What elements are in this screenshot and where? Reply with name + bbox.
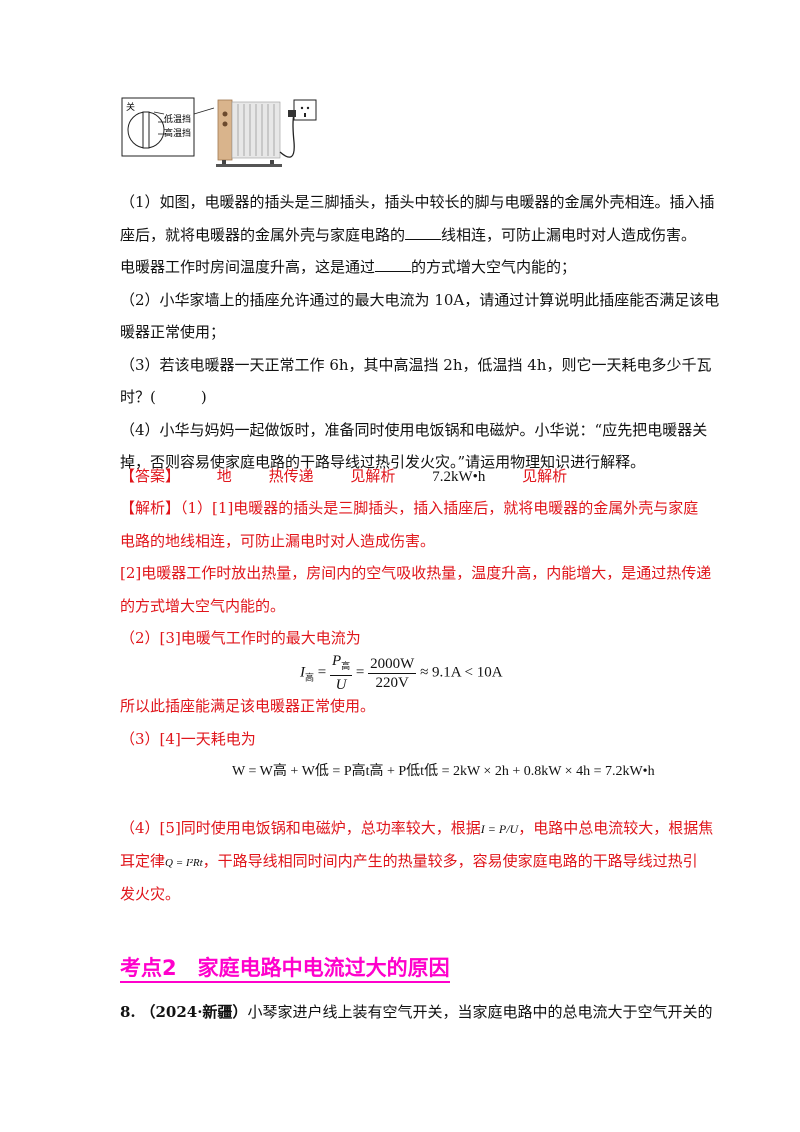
- analysis-p2-a: [2]电暖器工作时放出热量，房间内的空气吸收热量，温度升高，内能增大，是通过热传…: [120, 564, 712, 582]
- answer-line: 【答案】 地 热传递 见解析 7.2kW•h 见解析: [120, 466, 680, 487]
- q8-text: 小琴家进户线上装有空气开关，当家庭电路中的总电流大于空气开关的: [247, 1003, 713, 1021]
- knob-label-off: 关: [126, 101, 135, 113]
- analysis-p6: （4）[5]同时使用电饭锅和电磁炉，总功率较大，根据I = P/U，电路中总电流…: [120, 818, 713, 839]
- analysis-p5: （3）[4]一天耗电为: [120, 730, 256, 748]
- knob-label-low: 低温挡: [164, 113, 191, 125]
- answer-item-4: 7.2kW•h: [432, 469, 486, 485]
- formula1-lhs-sub: 高: [305, 672, 315, 683]
- formula1-lhs: I: [300, 664, 305, 681]
- formula1-tail: ≈ 9.1A < 10A: [420, 664, 503, 681]
- formula1-num2: 2000W: [368, 655, 417, 674]
- formula1-num-sub: 高: [341, 661, 351, 671]
- formula1-num: P: [331, 653, 342, 669]
- q1-line-2: 座后，就将电暖器的金属外壳与家庭电路的 线相连，可防止漏电时对人造成伤害。: [120, 225, 696, 245]
- formula-energy: W = W高 + W低 = P高t高 + P低t低 = 2kW × 2h + 0…: [232, 764, 655, 779]
- answer-blank-2[interactable]: [375, 257, 412, 272]
- oil-heater-image: [216, 99, 282, 167]
- analysis-p4: 所以此插座能满足该电暖器正常使用。: [120, 697, 376, 715]
- analysis-p2-b: 的方式增大空气内能的。: [120, 597, 286, 615]
- inline-formula-ohm: I = P/U: [480, 822, 519, 836]
- analysis-p7-b: ，干路导线相同时间内产生的热量较多，容易使家庭电路的干路导线过热引: [202, 852, 698, 870]
- formula1-den2: 220V: [375, 674, 409, 691]
- q8-source: （2024·新疆）: [140, 1003, 248, 1021]
- analysis-p8: 发火灾。: [120, 885, 181, 903]
- analysis-p3: （2）[3]电暖气工作时的最大电流为: [120, 629, 361, 647]
- q2-line-2: 暖器正常使用；: [120, 323, 226, 341]
- answer-label: 【答案】: [120, 467, 181, 485]
- q1-line-3: 电暖器工作时房间温度升高，这是通过 的方式增大空气内能的；: [120, 257, 680, 277]
- section-heading: 考点2 家庭电路中电流过大的原因: [120, 955, 680, 983]
- q3-line-1: （3）若该电暖器一天正常工作 6h，其中高温挡 2h，低温挡 4h，则它一天耗电…: [120, 356, 712, 374]
- q1-line-1: （1）如图，电暖器的插头是三脚插头，插头中较长的脚与电暖器的金属外壳相连。插入插: [120, 193, 715, 211]
- answer-item-5: 见解析: [522, 467, 568, 485]
- answer-item-2: 热传递: [268, 467, 314, 485]
- analysis-label: 【解析】: [120, 499, 181, 517]
- q4-line-1: （4）小华与妈妈一起做饭时，准备同时使用电饭锅和电磁炉。小华说：“应先把电暖器关: [120, 421, 708, 439]
- q1-line-2-a: 座后，就将电暖器的金属外壳与家庭电路的: [120, 226, 406, 244]
- knob-label-high: 高温挡: [164, 127, 191, 139]
- answer-item-1: 地: [216, 467, 232, 485]
- analysis-p6-b: ，电路中总电流较大，根据焦: [518, 819, 714, 837]
- q1-line-3-a: 电暖器工作时房间温度升高，这是通过: [120, 258, 376, 276]
- answer-item-3: 见解析: [350, 467, 396, 485]
- knob-diagram: 关 低温挡 高温挡: [121, 97, 215, 157]
- formula1-den: U: [335, 677, 347, 693]
- q8-line: 8. （2024·新疆）小琴家进户线上装有空气开关，当家庭电路中的总电流大于空气…: [120, 1002, 712, 1022]
- q4-line-2: 掉，否则容易使家庭电路的干路导线过热引发火灾。”请运用物理知识进行解释。: [120, 453, 646, 471]
- analysis-p6-a: （4）[5]同时使用电饭锅和电磁炉，总功率较大，根据: [120, 819, 481, 837]
- analysis-p7: 耳定律Q = I²Rt，干路导线相同时间内产生的热量较多，容易使家庭电路的干路导…: [120, 851, 698, 873]
- formula1-eq-1: =: [317, 664, 327, 681]
- inline-formula-joule: Q = I²Rt: [165, 857, 203, 869]
- q8-number: 8.: [120, 1003, 136, 1021]
- answer-blank-1[interactable]: [405, 225, 442, 240]
- q2-line-1: （2）小华家墙上的插座允许通过的最大电流为 10A，请通过计算说明此插座能否满足…: [120, 291, 720, 309]
- formula1-eq-2: =: [355, 664, 365, 681]
- analysis-p1-b: 电路的地线相连，可防止漏电时对人造成伤害。: [120, 532, 436, 550]
- analysis-line-1: 【解析】（1）[1]电暖器的插头是三脚插头，插入插座后，就将电暖器的金属外壳与家…: [120, 498, 698, 518]
- q1-line-2-b: 线相连，可防止漏电时对人造成伤害。: [441, 226, 697, 244]
- section-heading-text: 考点2 家庭电路中电流过大的原因: [120, 956, 450, 983]
- power-cord-and-socket: [279, 99, 317, 158]
- analysis-p7-a: 耳定律: [120, 852, 166, 870]
- analysis-p1-a: （1）[1]电暖器的插头是三脚插头，插入插座后，就将电暖器的金属外壳与家庭: [180, 499, 699, 517]
- q1-line-3-b: 的方式增大空气内能的；: [411, 258, 577, 276]
- heater-figure: 关 低温挡 高温挡: [121, 97, 317, 167]
- q3-line-2: 时？( ): [120, 388, 207, 406]
